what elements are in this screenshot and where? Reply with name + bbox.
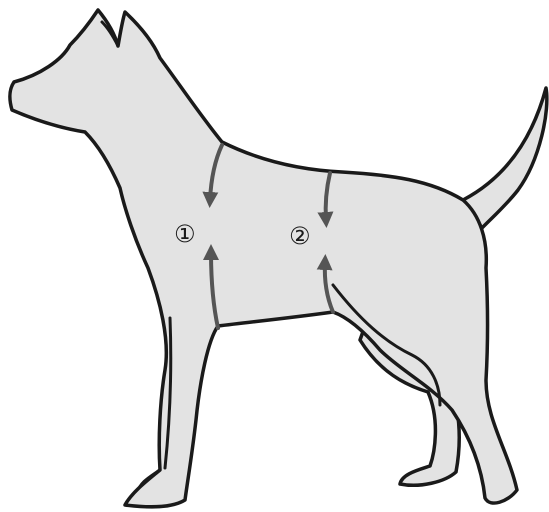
dog-ear-inner-line [100, 20, 120, 48]
measure-1-upper-band [202, 143, 224, 208]
measure-2-upper-band [317, 171, 334, 228]
marker-2-label: ② [289, 222, 311, 250]
measure-2-lower-band [316, 254, 335, 314]
dog-hind-leg-line [331, 283, 442, 407]
dog-tail [461, 86, 549, 230]
dog-body [8, 8, 519, 509]
measure-1-lower-band [203, 244, 220, 330]
dog-front-leg-line [163, 316, 173, 470]
marker-1-label: ① [174, 220, 196, 248]
